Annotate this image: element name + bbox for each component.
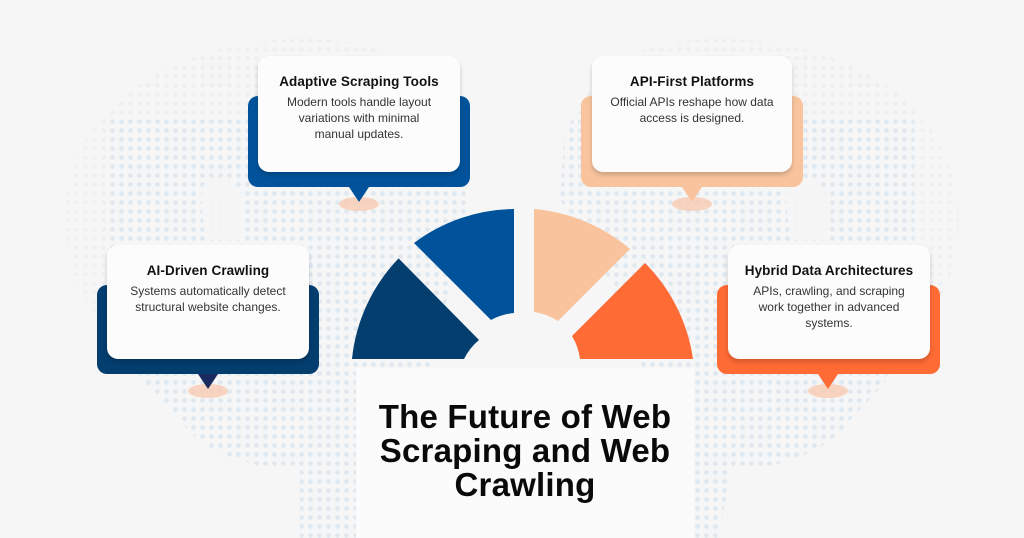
title-line-3: Crawling	[454, 466, 596, 503]
pointer-triangle-icon	[198, 374, 218, 389]
title-panel	[356, 368, 694, 538]
pointer-triangle-icon	[682, 187, 702, 202]
callout-card: AI-Driven Crawling Systems automatically…	[107, 245, 309, 359]
callout-title: Adaptive Scraping Tools	[279, 74, 439, 89]
callout-title: Hybrid Data Architectures	[744, 263, 914, 278]
callout-title: API-First Platforms	[629, 74, 755, 89]
callout-card: API-First Platforms Official APIs reshap…	[592, 56, 792, 172]
callout-description: Systems automatically detect structural …	[130, 284, 286, 314]
fan-chart	[352, 209, 693, 359]
title-line-2: Scraping and Web	[379, 432, 671, 469]
callout-card: Hybrid Data Architectures APIs, crawling…	[728, 245, 930, 359]
title-line-1: The Future of Web	[378, 398, 672, 435]
callout-description: APIs, crawling, and scraping work togeth…	[753, 284, 905, 330]
fan-segment-ai-driven-crawling	[352, 258, 479, 359]
pointer-triangle-icon	[349, 187, 369, 202]
callout-title: AI-Driven Crawling	[146, 263, 270, 278]
callout-description: Official APIs reshape how data access is…	[610, 95, 774, 125]
fan-segment-api-first-platforms	[534, 209, 630, 321]
page-title: The Future of Web Scraping and Web Crawl…	[356, 400, 694, 502]
pointer-triangle-icon	[818, 374, 838, 389]
fan-segment-hybrid-data-architectures	[572, 263, 693, 359]
fan-segment-adaptive-scraping-tools	[414, 209, 514, 320]
callout-card: Adaptive Scraping Tools Modern tools han…	[258, 56, 460, 172]
callout-description: Modern tools handle layout variations wi…	[286, 95, 432, 141]
